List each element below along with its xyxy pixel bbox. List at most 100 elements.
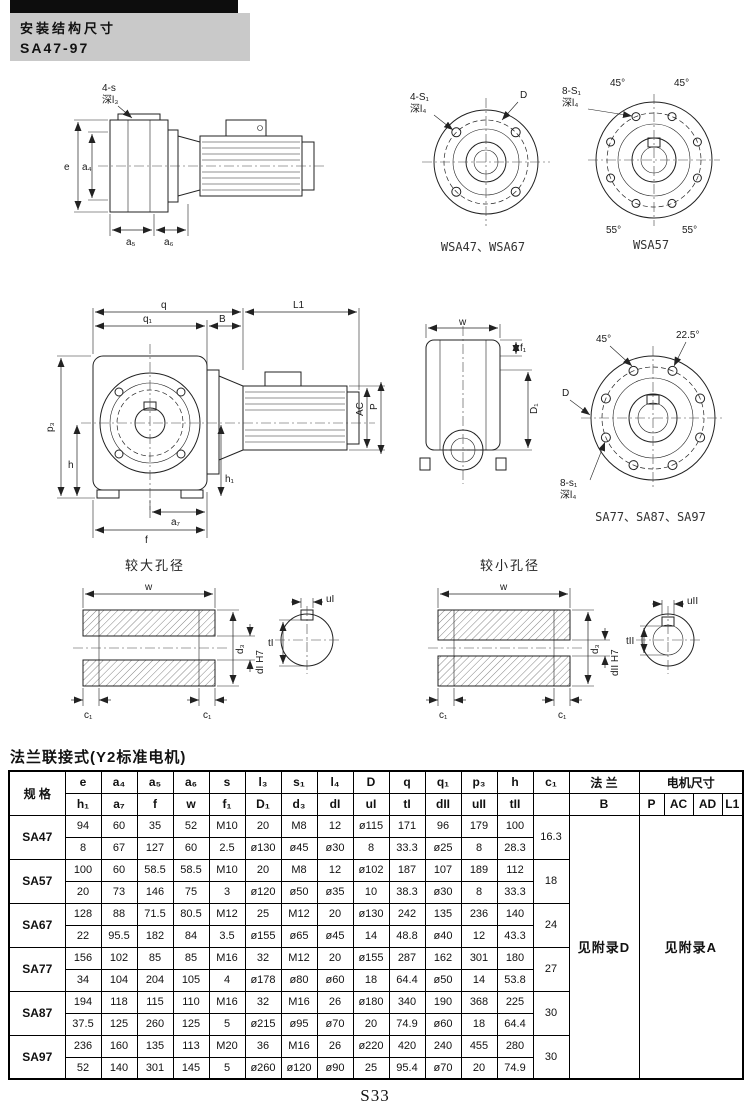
table-cell: 95.5 — [100, 924, 138, 948]
section-title: 法兰联接式(Y2标准电机) — [10, 749, 187, 766]
table-cell: 25 — [244, 902, 282, 926]
table-cell: 28.3 — [496, 836, 534, 860]
dimension-table: 规 格 e a₄ a₅ a₆ s l₃ s₁ l₄ D q q₁ p₃ h c₁… — [8, 770, 745, 1080]
table-cell: 33.3 — [496, 880, 534, 904]
angle-45-right: 45° — [674, 78, 689, 89]
table-cell: 194 — [64, 990, 102, 1014]
table-cell: ø90 — [316, 1056, 354, 1080]
table-cell: 95.4 — [388, 1056, 426, 1080]
drawing-rear-view: w f₁ D₁ — [419, 317, 540, 484]
angle-45-left: 45° — [610, 78, 625, 89]
table-cell: M16 — [208, 946, 246, 970]
model-name: SA97 — [8, 1034, 66, 1080]
table-cell: 8 — [460, 880, 498, 904]
header-d3: d₃ — [280, 792, 318, 816]
header-tII: tII — [496, 792, 534, 816]
table-cell: M12 — [208, 902, 246, 926]
header-AD: AD — [692, 792, 723, 816]
dim-label-e: e — [64, 162, 70, 173]
header-flange: 法 兰 — [568, 770, 640, 794]
table-cell: 12 — [460, 924, 498, 948]
table-cell: 60 — [100, 814, 138, 838]
dim-label-p3: p₃ — [45, 422, 56, 432]
table-cell: 67 — [100, 836, 138, 860]
dim-label-D1: D₁ — [529, 403, 540, 414]
header-l4: l₄ — [316, 770, 354, 794]
label-depth-l4: 深l₄ — [560, 489, 576, 501]
table-cell: 140 — [496, 902, 534, 926]
header-a5: a₅ — [136, 770, 174, 794]
drawing-flange-wsa47: D 4-S₁ 深l₄ — [410, 90, 550, 226]
table-cell: ø115 — [352, 814, 390, 838]
table-cell: ø60 — [316, 968, 354, 992]
header-uI: uI — [352, 792, 390, 816]
drawing-main-side-view: q L1 q₁ B p₃ h h₁ a₇ f AC P — [45, 300, 385, 546]
header-q1: q₁ — [424, 770, 462, 794]
table-cell: 25 — [352, 1056, 390, 1080]
table-cell: 22 — [64, 924, 102, 948]
header-h: h — [496, 770, 534, 794]
table-cell: 118 — [100, 990, 138, 1014]
dim-label-h1: h₁ — [225, 474, 235, 485]
table-cell: 52 — [172, 814, 210, 838]
header-l3: l₃ — [244, 770, 282, 794]
caption-sa77-sa87-sa97: SA77、SA87、SA97 — [595, 510, 706, 524]
table-cell: 48.8 — [388, 924, 426, 948]
table-cell: 16.3 — [532, 814, 570, 860]
table-cell: 85 — [172, 946, 210, 970]
table-cell: ø155 — [352, 946, 390, 970]
table-cell: 94 — [64, 814, 102, 838]
table-cell: 8 — [64, 836, 102, 860]
table-cell: 204 — [136, 968, 174, 992]
table-cell: 112 — [496, 858, 534, 882]
title-block: 安装结构尺寸 SA47-97 — [10, 13, 250, 61]
label-bolt-4s1: 4-S₁ — [410, 92, 430, 103]
table-cell: 301 — [136, 1056, 174, 1080]
table-cell: 115 — [136, 990, 174, 1014]
table-cell: 36 — [244, 1034, 282, 1058]
table-cell: 12 — [316, 858, 354, 882]
model-name: SA57 — [8, 858, 66, 904]
dim-label-h: h — [68, 460, 74, 471]
table-cell: 105 — [172, 968, 210, 992]
header-AC: AC — [663, 792, 694, 816]
motor-appendix-note: 见附录A — [638, 814, 744, 1080]
table-cell: 280 — [496, 1034, 534, 1058]
dim-label-a6: a₆ — [164, 237, 174, 248]
table-cell: 60 — [172, 836, 210, 860]
table-cell: 24 — [532, 902, 570, 948]
table-cell: M12 — [280, 902, 318, 926]
header-a6: a₆ — [172, 770, 210, 794]
dim-label-D: D — [562, 388, 569, 399]
table-cell: 225 — [496, 990, 534, 1014]
header-empty — [532, 792, 570, 816]
table-cell: 96 — [424, 814, 462, 838]
table-cell: 145 — [172, 1056, 210, 1080]
table-cell: M8 — [280, 858, 318, 882]
table-cell: 20 — [316, 902, 354, 926]
header-L1: L1 — [721, 792, 744, 816]
table-cell: 420 — [388, 1034, 426, 1058]
table-cell: 179 — [460, 814, 498, 838]
table-cell: ø102 — [352, 858, 390, 882]
table-cell: ø70 — [424, 1056, 462, 1080]
angle-55-right: 55° — [682, 225, 697, 236]
table-cell: 110 — [172, 990, 210, 1014]
table-cell: 58.5 — [172, 858, 210, 882]
model-name: SA87 — [8, 990, 66, 1036]
table-cell: 37.5 — [64, 1012, 102, 1036]
table-cell: 3 — [208, 880, 246, 904]
table-cell: ø25 — [424, 836, 462, 860]
dim-label-tI: tI — [268, 638, 274, 649]
header-dI: dI — [316, 792, 354, 816]
table-cell: M20 — [208, 1034, 246, 1058]
model-name: SA47 — [8, 814, 66, 860]
dim-label-f1: f₁ — [520, 343, 527, 354]
table-cell: 58.5 — [136, 858, 174, 882]
table-cell: 14 — [352, 924, 390, 948]
table-cell: 135 — [424, 902, 462, 926]
